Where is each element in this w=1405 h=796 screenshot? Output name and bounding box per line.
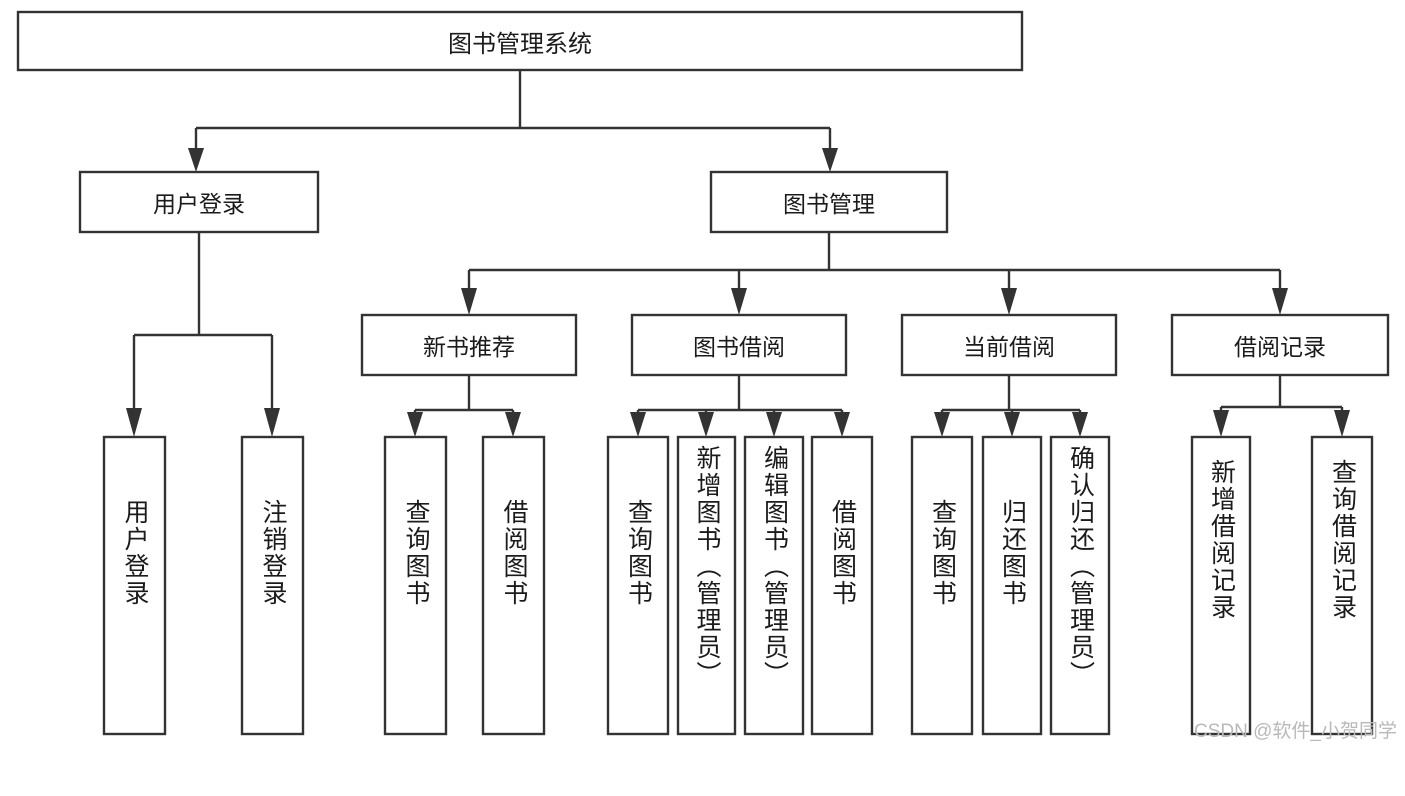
arrowhead-cb-leaf-2: [1004, 412, 1020, 437]
node-leaf-box[interactable]: [383, 435, 448, 736]
arrowhead-cb-leaf-3: [1072, 412, 1088, 437]
node-book-borrow-box[interactable]: [630, 313, 848, 377]
node-leaf-box[interactable]: [1310, 435, 1374, 736]
node-leaf-box[interactable]: [981, 435, 1043, 736]
arrowhead-cb-leaf-1: [934, 412, 950, 437]
arrowhead-bb-leaf-3: [766, 412, 782, 437]
node-current-borrow-box[interactable]: [900, 313, 1118, 377]
node-leaf-box[interactable]: [676, 435, 737, 736]
arrowhead-to-borrow-record: [1272, 288, 1288, 315]
node-leaf-box[interactable]: [1190, 435, 1252, 736]
node-leaf-box[interactable]: [102, 435, 167, 736]
arrowhead-br-leaf-1: [1213, 410, 1229, 437]
hierarchy-diagram: 图书管理系统 用户登录 图书管理 新书推荐 图书借阅 当前借阅 借阅记录 用户登…: [16, 10, 1397, 742]
arrowhead-to-user-login: [188, 148, 204, 172]
node-user-login-box[interactable]: [78, 170, 320, 234]
node-borrow-record-box[interactable]: [1170, 313, 1390, 377]
node-leaf-box[interactable]: [743, 435, 805, 736]
node-root-box[interactable]: [16, 10, 1024, 72]
node-leaf-box[interactable]: [810, 435, 874, 736]
node-leaf-box[interactable]: [910, 435, 974, 736]
node-leaf-box[interactable]: [1049, 435, 1111, 736]
node-new-book-rec-box[interactable]: [360, 313, 578, 377]
arrowhead-leaf-logout: [264, 408, 280, 437]
arrowhead-nbr-leaf-1: [407, 412, 423, 437]
arrowhead-nbr-leaf-2: [505, 412, 521, 437]
tree-diagram-canvas: [16, 10, 1390, 736]
arrowhead-to-book-borrow: [731, 288, 747, 315]
arrowhead-bb-leaf-1: [630, 412, 646, 437]
arrowhead-to-current-borrow: [1001, 288, 1017, 315]
arrowhead-bb-leaf-4: [834, 412, 850, 437]
arrowhead-to-book-manage: [822, 148, 838, 172]
arrowhead-bb-leaf-2: [698, 412, 714, 437]
node-book-manage-box[interactable]: [709, 170, 949, 234]
arrowhead-to-new-book-rec: [461, 288, 477, 315]
arrowhead-br-leaf-2: [1334, 410, 1350, 437]
node-leaf-box[interactable]: [240, 435, 305, 736]
node-leaf-box[interactable]: [606, 435, 670, 736]
node-leaf-box[interactable]: [481, 435, 546, 736]
arrowhead-leaf-user-login: [126, 408, 142, 437]
